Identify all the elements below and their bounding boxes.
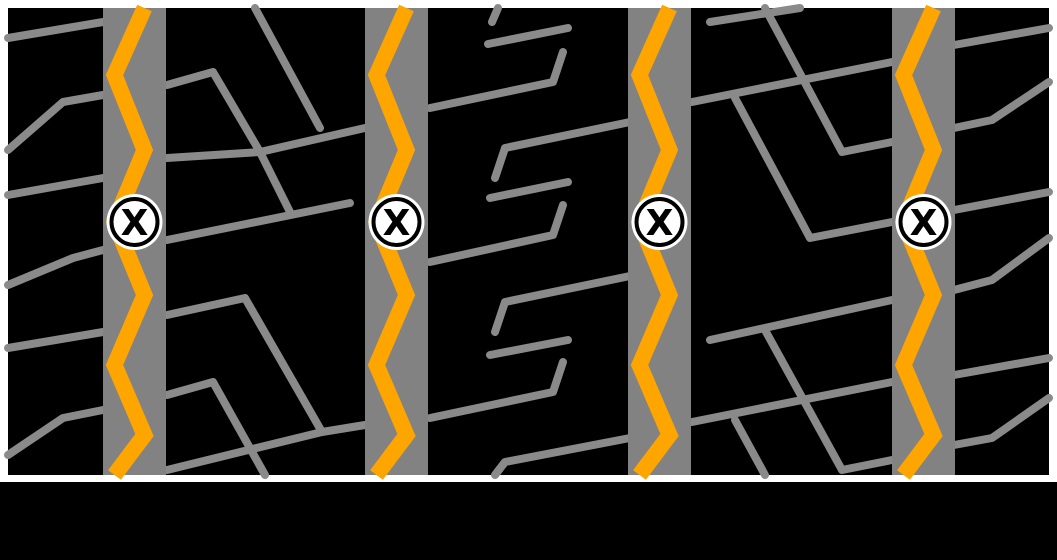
groove-marker-outer-2 [368,194,425,250]
rib-1-sipes [4,18,107,459]
rib-3-sipes [426,4,634,479]
wear-indicator-zigzag-2 [367,4,416,480]
wear-indicator-zigzag-4 [894,4,943,480]
groove-marker-label-4: X [910,203,938,244]
rib-4-sipes [688,4,896,479]
groove-marker-ring-4 [898,197,949,247]
groove-marker-label-1: X [121,203,149,244]
groove-marker-outer-4 [895,194,952,250]
groove-marker-ring-1 [109,197,160,247]
groove-marker-ring-2 [371,197,422,247]
groove-marker-label-2: X [383,203,411,244]
groove-marker-ring-3 [634,197,685,247]
rib-2-sipes [163,4,369,479]
wear-indicator-zigzag-3 [630,4,679,480]
groove-marker-outer-3 [631,194,688,250]
groove-marker-outer-1 [106,194,163,250]
rib-5-sipes [950,24,1053,449]
groove-marker-label-3: X [646,203,674,244]
wear-indicator-zigzag-1 [105,4,154,480]
